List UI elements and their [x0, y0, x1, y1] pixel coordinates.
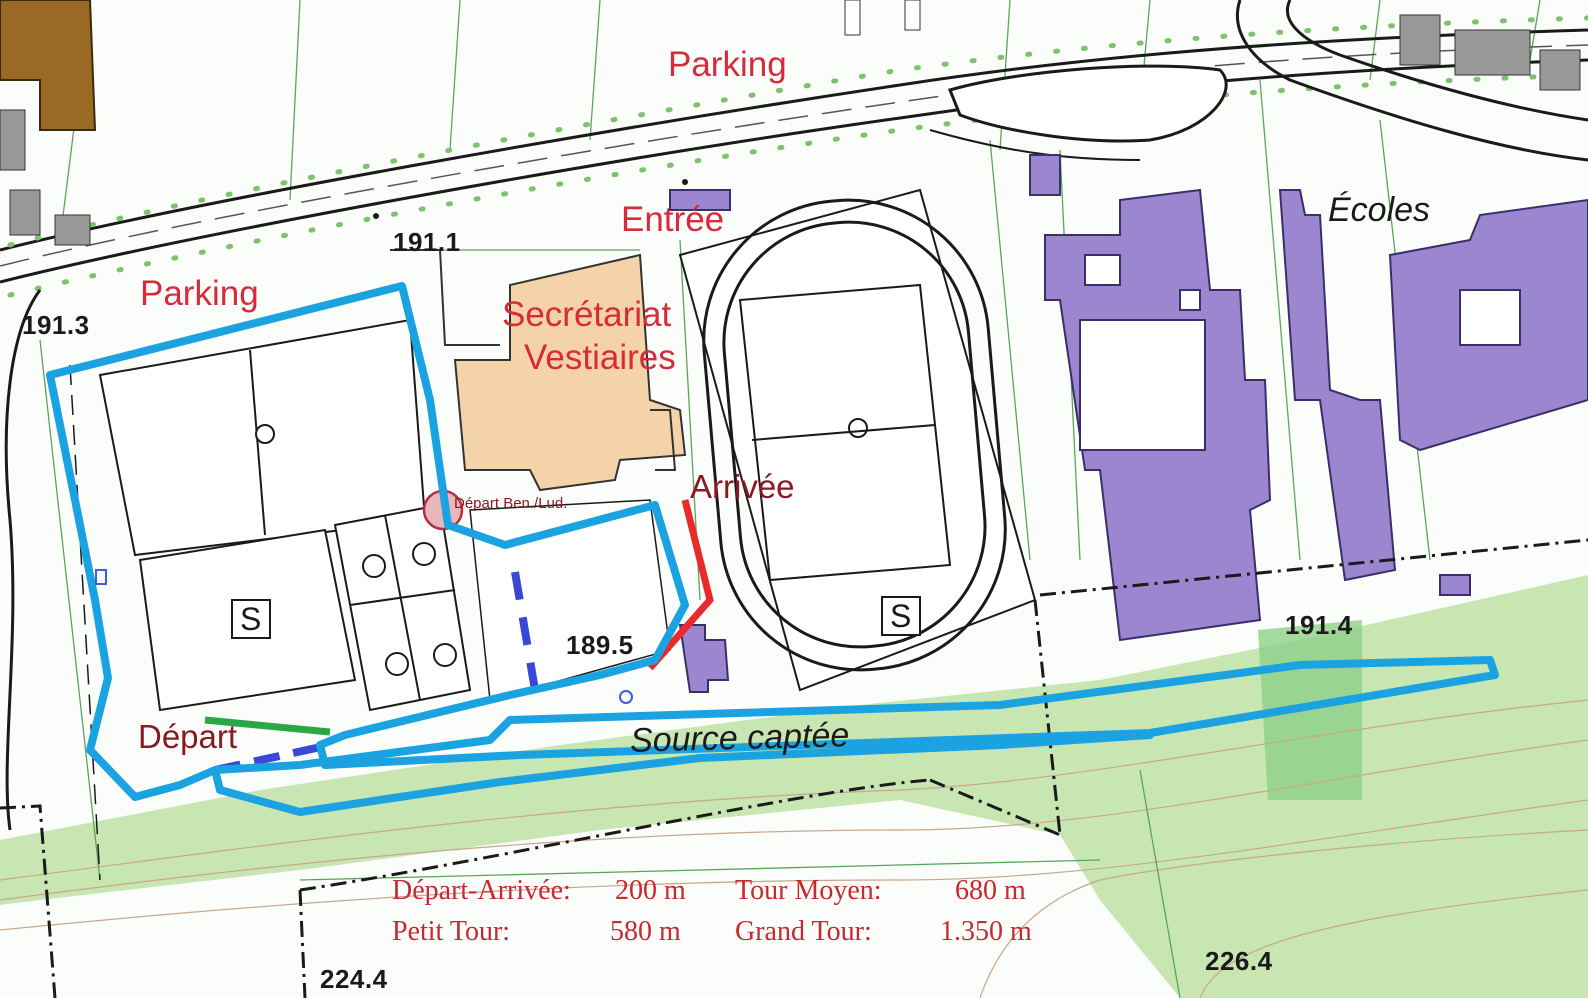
- building-outline: [904, 0, 921, 31]
- elevation-label: 191.1: [393, 227, 461, 257]
- secretariat-building: [453, 253, 687, 492]
- main-road: [0, 28, 1588, 252]
- contour-line: [0, 699, 1588, 881]
- sport-symbol: S: [890, 598, 912, 634]
- legend-petit-tour-value: 580 m: [610, 916, 681, 947]
- contour-line: [979, 829, 1588, 998]
- building-grey: [0, 109, 26, 171]
- legend-depart-arrivee-label: Départ-Arrivée:: [392, 875, 571, 906]
- building-outline: [844, 0, 861, 36]
- side-road: [1286, 0, 1588, 122]
- parking-icon: [95, 569, 107, 585]
- parking-field-border: [69, 364, 101, 881]
- elevation-label: 191.3: [22, 310, 90, 340]
- annex: [390, 249, 500, 346]
- tree-row: [7, 72, 1588, 298]
- elevation-label: 191.4: [1285, 610, 1353, 640]
- label-depart-ben: Départ Ben./Lud.: [454, 495, 568, 512]
- contour-line: [0, 739, 1588, 901]
- building-grey: [9, 189, 41, 236]
- start-line: [204, 716, 331, 736]
- legend-depart-arrivee-value: 200 m: [615, 875, 686, 906]
- course-route: [46, 282, 1499, 816]
- sport-symbol-box: [881, 596, 921, 636]
- spring-icon: [619, 690, 633, 704]
- sport-symbol-box: [231, 599, 271, 639]
- finish-line: [647, 499, 714, 671]
- legend-grand-tour-value: 1.350 m: [940, 916, 1032, 947]
- boundary-lines: [0, 538, 1588, 998]
- school-courtyards: [1079, 254, 1521, 451]
- legend-petit-tour-label: Petit Tour:: [392, 916, 511, 947]
- athletics-track: [678, 188, 1037, 692]
- sport-symbol: S: [240, 601, 262, 637]
- elevation-label: 224.4: [320, 964, 388, 994]
- label-source: Source captée: [629, 716, 850, 760]
- parking-island: [947, 64, 1228, 143]
- label-parking-top: Parking: [668, 45, 787, 84]
- elevation-label: 226.4: [1205, 946, 1273, 976]
- building-brown: [0, 0, 97, 131]
- label-entree: Entrée: [621, 200, 725, 239]
- shortcut-line: [511, 571, 539, 691]
- building-grey: [1539, 49, 1581, 91]
- label-depart: Départ: [138, 718, 238, 755]
- side-road: [4, 289, 42, 831]
- building-grey: [1454, 29, 1531, 76]
- legend-grand-tour-label: Grand Tour:: [735, 916, 872, 947]
- label-secretariat: Secrétariat: [502, 295, 672, 334]
- contour-line: [0, 799, 1588, 931]
- label-ecoles: Écoles: [1328, 191, 1431, 229]
- tennis-symbols: [362, 542, 457, 676]
- label-arrivee: Arrivée: [690, 468, 795, 505]
- annex: [650, 409, 677, 471]
- label-vestiaires: Vestiaires: [524, 338, 676, 377]
- tennis-court-divider: [349, 514, 456, 701]
- point-marker: [682, 179, 688, 185]
- label-parking-left: Parking: [140, 274, 259, 313]
- access-road: [929, 129, 1141, 161]
- side-road: [1235, 0, 1588, 162]
- contour-line: [1199, 889, 1588, 998]
- legend-tour-moyen-value: 680 m: [955, 875, 1026, 906]
- legend-tour-moyen-label: Tour Moyen:: [735, 875, 882, 906]
- elevation-label: 189.5: [566, 630, 634, 660]
- point-marker: [373, 213, 379, 219]
- building-grey: [1399, 14, 1441, 66]
- building-grey: [54, 214, 91, 246]
- road-dashes: [0, 44, 1588, 267]
